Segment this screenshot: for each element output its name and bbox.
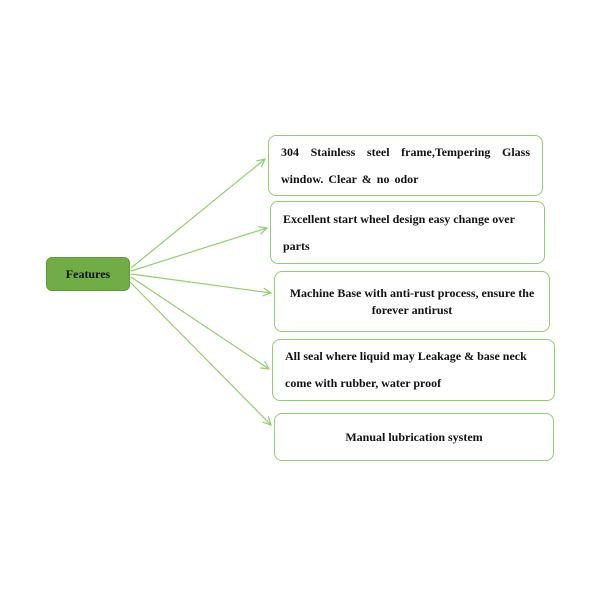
- arrow-to-feature-4: [130, 276, 269, 369]
- feature-box-3: Machine Base with anti-rust process, ens…: [274, 271, 550, 332]
- feature-text-2: Excellent start wheel design easy change…: [283, 211, 515, 253]
- center-node-label: Features: [65, 266, 111, 281]
- feature-text-3: Machine Base with anti-rust process, ens…: [289, 285, 535, 317]
- arrow-to-feature-2: [130, 228, 267, 272]
- arrow-to-feature-5: [128, 280, 271, 425]
- center-node-features: Features: [46, 257, 130, 291]
- arrow-to-feature-3: [130, 273, 271, 293]
- feature-box-4: All seal where liquid may Leakage & base…: [272, 339, 555, 401]
- feature-text-1: 304 Stainless steel frame,Tempering Glas…: [281, 144, 530, 186]
- feature-box-2: Excellent start wheel design easy change…: [270, 201, 545, 264]
- feature-text-5: Manual lubrication system: [345, 429, 483, 444]
- feature-box-1: 304 Stainless steel frame,Tempering Glas…: [268, 135, 543, 196]
- arrow-to-feature-1: [130, 159, 265, 269]
- feature-box-5: Manual lubrication system: [274, 413, 554, 461]
- feature-text-4: All seal where liquid may Leakage & base…: [285, 349, 527, 390]
